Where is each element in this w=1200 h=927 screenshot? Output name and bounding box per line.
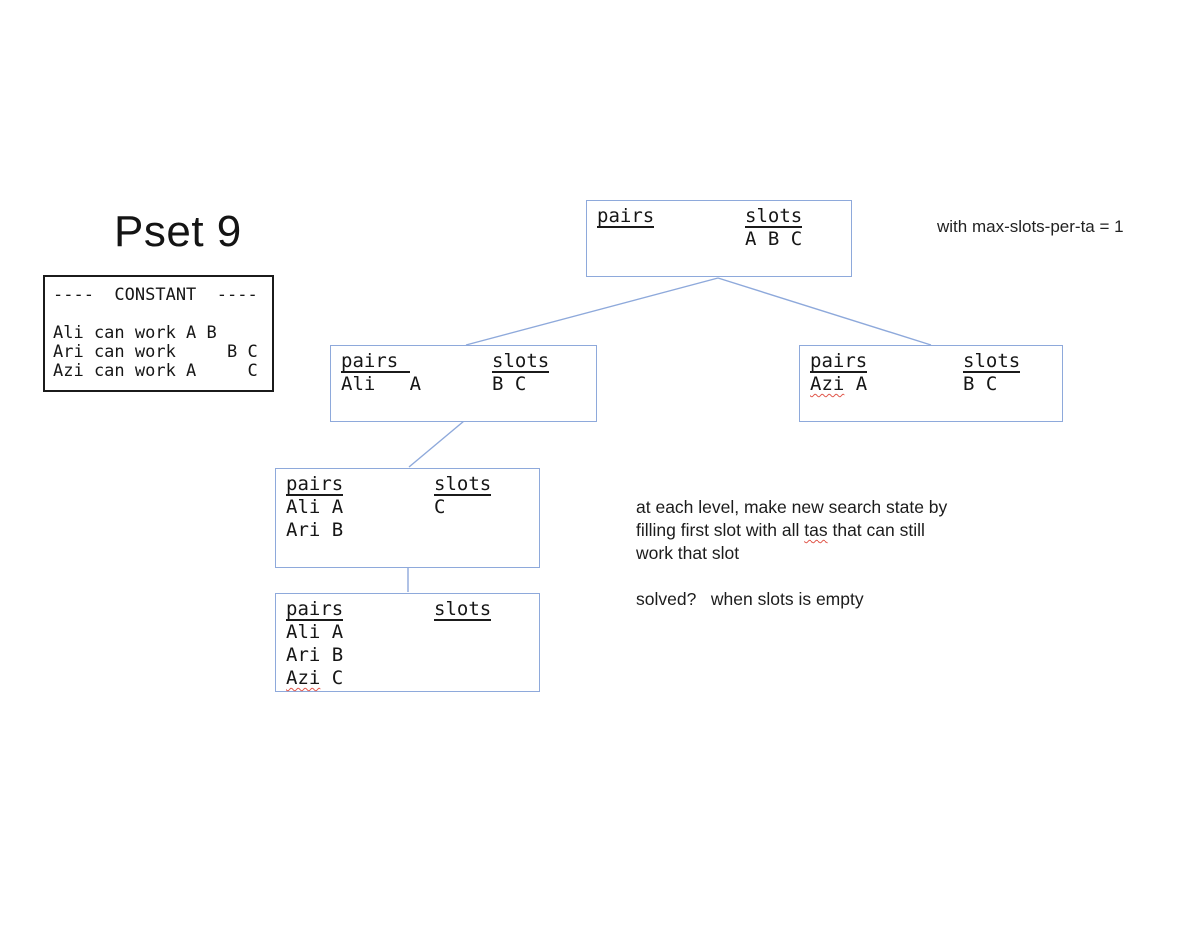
slots-value: B C: [963, 373, 998, 395]
note-line-3: work that slot: [636, 543, 740, 563]
slots-header: slots: [963, 350, 1021, 373]
pairs-header: pairs: [341, 350, 410, 373]
pairs-header: pairs: [286, 598, 344, 621]
note-line-2: filling first slot with all tas that can…: [636, 519, 976, 542]
pair-row: Azi C: [286, 667, 343, 690]
pairs-column: pairs Ali A Ari B: [286, 473, 344, 542]
tree-node-right: pairs Azi A slots B C: [799, 345, 1063, 422]
pairs-column: pairs Ali A Ari B Azi C: [286, 598, 343, 690]
pairs-header: pairs: [810, 350, 868, 373]
tree-edge-root-left: [465, 277, 719, 346]
slots-value: C: [434, 496, 446, 518]
slots-header: slots: [745, 205, 803, 228]
pair-row: Azi A: [810, 373, 867, 396]
page-title: Pset 9: [114, 207, 242, 256]
slots-value: A B C: [745, 228, 803, 250]
slots-column: slots B C: [492, 350, 550, 396]
slots-column: slots C: [434, 473, 492, 519]
pairs-column: pairs Azi A: [810, 350, 867, 396]
slots-header: slots: [492, 350, 550, 373]
slots-header: slots: [434, 598, 492, 621]
pair-row-rest: C: [320, 667, 344, 689]
tree-node-left: pairs Ali A slots B C: [330, 345, 597, 422]
slots-value: B C: [492, 373, 527, 395]
pairs-header: pairs: [286, 473, 344, 496]
tree-node-mid: pairs Ali A Ari B slots C: [275, 468, 540, 568]
misspelled-word: Azi: [810, 373, 845, 395]
pair-row: Ali A: [341, 373, 422, 395]
tree-node-leaf: pairs Ali A Ari B Azi C slots: [275, 593, 540, 692]
pair-row: Ali A: [286, 621, 344, 643]
tree-edge-root-right: [717, 277, 932, 346]
note-line-1: at each level, make new search state by: [636, 497, 948, 517]
slots-value: [434, 621, 491, 644]
note-line-2-post: that can still: [827, 520, 925, 540]
pair-row: Ali A: [286, 496, 344, 518]
note-line-2-pre: filling first slot with all: [636, 520, 805, 540]
pairs-column: pairs: [597, 205, 655, 228]
constant-box-text: ---- CONSTANT ---- Ali can work A B Ari …: [53, 285, 258, 381]
max-slots-annotation: with max-slots-per-ta = 1: [937, 217, 1124, 236]
misspelled-word: tas: [804, 520, 828, 540]
explanation-note: at each level, make new search state by …: [636, 496, 976, 565]
constant-box: ---- CONSTANT ---- Ali can work A B Ari …: [43, 275, 274, 392]
pair-row: Ari B: [286, 644, 344, 666]
pairs-header: pairs: [597, 205, 655, 228]
tree-node-root: pairs slots A B C: [586, 200, 852, 277]
pair-row-rest: A: [844, 373, 868, 395]
solved-note: solved? when slots is empty: [636, 589, 864, 609]
slots-column: slots: [434, 598, 492, 644]
tree-edge-left-mid: [408, 420, 465, 468]
misspelled-word: Azi: [286, 667, 321, 689]
slots-header: slots: [434, 473, 492, 496]
slots-column: slots A B C: [745, 205, 803, 251]
pairs-column: pairs Ali A: [341, 350, 421, 396]
slots-column: slots B C: [963, 350, 1021, 396]
pair-row: Ari B: [286, 519, 344, 541]
